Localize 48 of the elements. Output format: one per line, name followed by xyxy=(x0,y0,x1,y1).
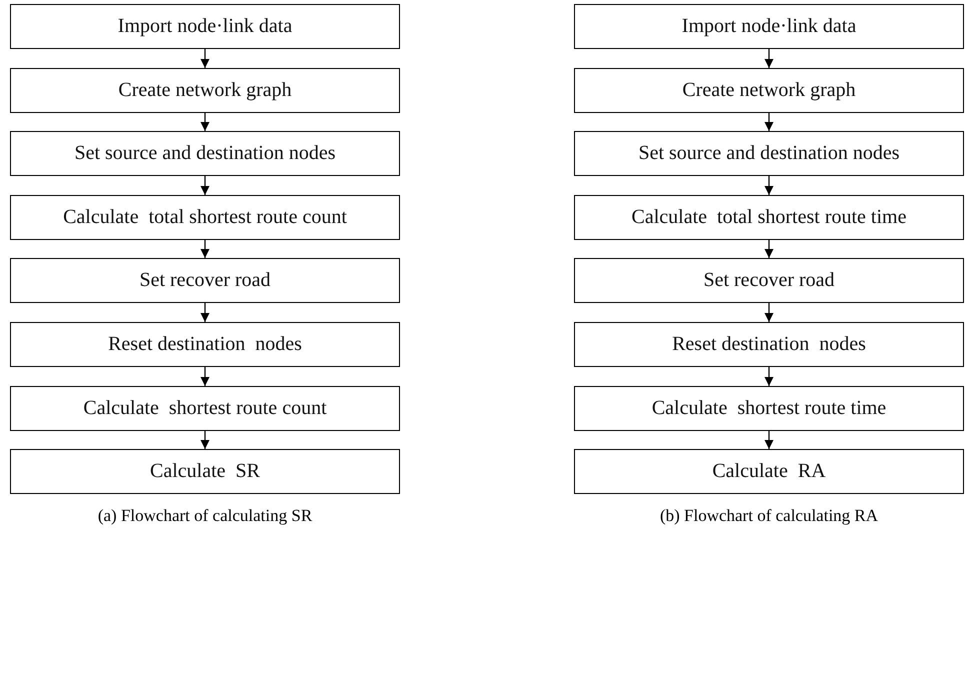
figure-caption: (a) Flowchart of calculating SR xyxy=(96,506,314,526)
arrow xyxy=(200,49,210,68)
step-text: Calculate RA xyxy=(712,460,826,483)
process-box xyxy=(10,258,400,303)
arrow xyxy=(200,176,210,195)
process-box xyxy=(574,258,964,303)
arrow xyxy=(764,367,774,386)
process-box xyxy=(10,322,400,367)
process-box xyxy=(574,449,964,494)
step-text: Calculate total shortest route time xyxy=(632,206,906,229)
process-box xyxy=(10,131,400,176)
arrow xyxy=(764,240,774,258)
step-text: Import node·link data xyxy=(118,15,292,38)
process-box xyxy=(574,386,964,431)
arrow xyxy=(200,303,210,322)
process-box xyxy=(574,131,964,176)
process-box xyxy=(574,322,964,367)
arrow xyxy=(764,303,774,322)
step-text: Calculate SR xyxy=(150,460,260,483)
step-text: Create network graph xyxy=(682,79,856,102)
process-box xyxy=(10,449,400,494)
step-text: Set recover road xyxy=(139,269,271,292)
step-text: Set source and destination nodes xyxy=(74,142,336,165)
arrow xyxy=(764,113,774,131)
process-box xyxy=(574,68,964,113)
process-box xyxy=(574,195,964,240)
step-text: Create network graph xyxy=(118,79,292,102)
process-box xyxy=(10,4,400,49)
step-text: Reset destination nodes xyxy=(672,333,866,356)
step-text: Calculate shortest route time xyxy=(652,397,886,420)
step-text: Calculate shortest route count xyxy=(83,397,327,420)
step-text: Set recover road xyxy=(703,269,835,292)
process-box xyxy=(574,4,964,49)
step-text: Set source and destination nodes xyxy=(638,142,900,165)
process-box xyxy=(10,386,400,431)
arrow xyxy=(764,49,774,68)
process-box xyxy=(10,68,400,113)
arrow xyxy=(764,176,774,195)
arrow xyxy=(200,431,210,449)
arrow xyxy=(200,113,210,131)
arrow xyxy=(200,367,210,386)
arrow xyxy=(764,431,774,449)
step-text: Import node·link data xyxy=(682,15,856,38)
step-text: Reset destination nodes xyxy=(108,333,302,356)
figure-caption: (b) Flowchart of calculating RA xyxy=(658,506,880,526)
process-box xyxy=(10,195,400,240)
arrow xyxy=(200,240,210,258)
step-text: Calculate total shortest route count xyxy=(63,206,347,229)
